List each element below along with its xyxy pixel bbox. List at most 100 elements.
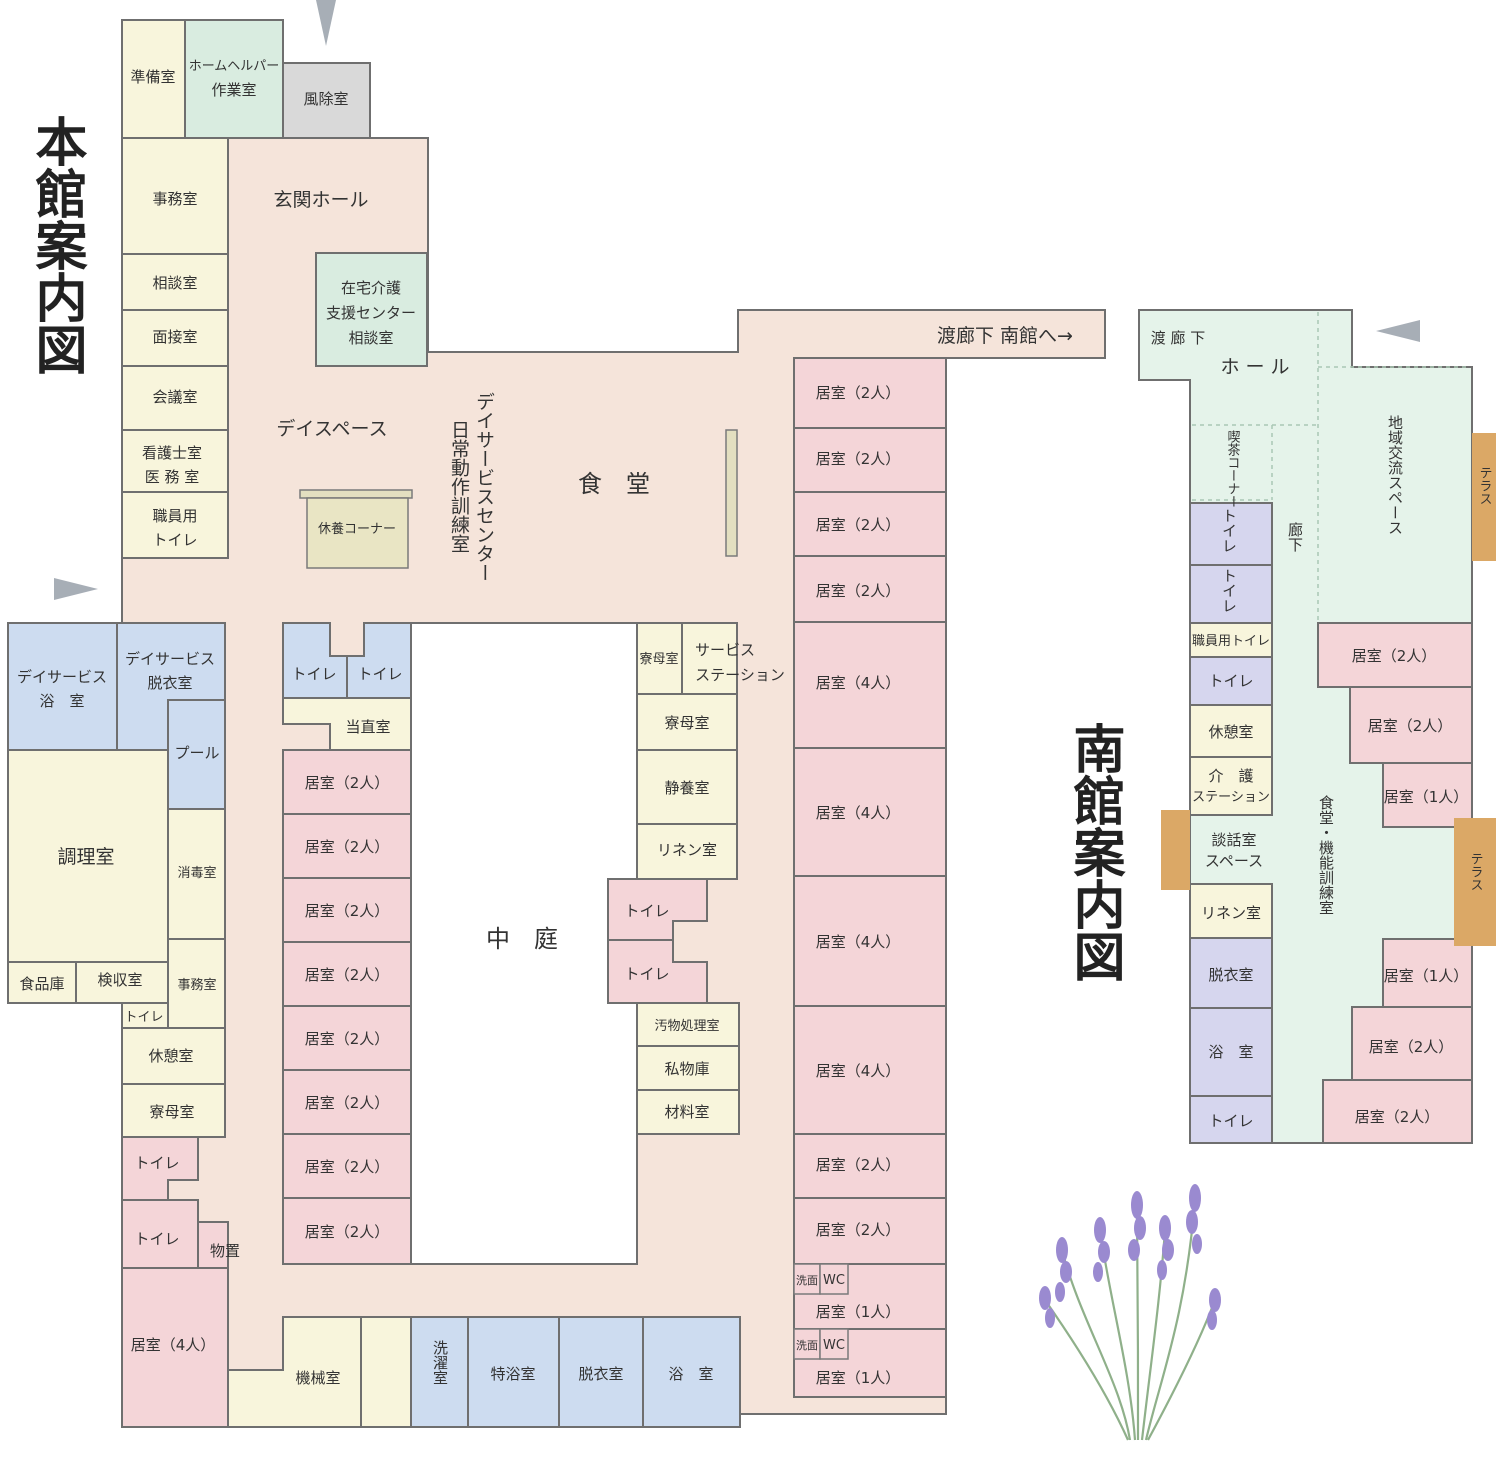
room-monooki: [197, 1221, 229, 1269]
room-tokuyoku: [467, 1316, 560, 1428]
label-obutsu: 汚物処理室: [654, 1018, 719, 1034]
s-label-kyukei: 休憩室: [1208, 723, 1253, 741]
label-r-4: 居室（2人）: [816, 582, 901, 600]
room-shibutsu: [636, 1045, 740, 1091]
lavender-illustration: [1039, 1184, 1221, 1441]
courtyard: [410, 622, 638, 1265]
label-r-10: 居室（2人）: [816, 1221, 901, 1239]
room-r-7: [793, 875, 947, 1007]
label-r-6: 居室（4人）: [816, 804, 901, 822]
s-label-toilet2: トイレ: [1220, 568, 1238, 613]
room-shokuhinko: [7, 961, 77, 1004]
s-room-toilet1: [1189, 502, 1273, 566]
label-genkan: 玄関ホール: [273, 189, 368, 211]
label-fujoshitsu: 風除室: [303, 90, 348, 108]
label-day-yoku-1: デイサービス: [17, 668, 107, 686]
room-toilet-small: [121, 1002, 169, 1029]
s-label-toilet4: トイレ: [1208, 1112, 1253, 1130]
label-ryobo: 寮母室: [149, 1103, 194, 1121]
room-r2-l2: [282, 813, 412, 879]
south-entrance-arrow-icon: [1376, 320, 1420, 342]
label-r2-l1: 居室（2人）: [305, 774, 390, 792]
room-kyukei: [121, 1027, 226, 1085]
s-label-chiiki: 地域交流スペース: [1386, 415, 1404, 535]
label-toilet-f: トイレ: [624, 965, 669, 983]
label-ryobo2: 寮母室: [664, 714, 709, 732]
label-r-11: 居室（1人）: [816, 1303, 901, 1321]
s-label-linen: リネン室: [1201, 904, 1261, 922]
label-zairyo: 材料室: [664, 1103, 709, 1121]
room-jimushitsu: [121, 137, 229, 255]
label-shokuhinko: 食品庫: [19, 975, 64, 993]
label-tokuyoku: 特浴室: [490, 1365, 535, 1383]
room-service: [681, 622, 738, 695]
label-wc-2: WC: [823, 1338, 845, 1353]
kyuyo-bench: [299, 489, 413, 499]
label-service-1: サービス: [695, 641, 755, 659]
s-label-datsui: 脱衣室: [1208, 966, 1253, 984]
room-r2-l6: [282, 1069, 412, 1135]
label-homehelper-1: ホームヘルパー: [189, 59, 280, 74]
s-room-toilet3: [1189, 656, 1273, 706]
s-label-kaigo-2: ステーション: [1192, 790, 1270, 805]
label-datsui: 脱衣室: [578, 1365, 623, 1383]
label-r2-l3: 居室（2人）: [305, 902, 390, 920]
s-label-hall: ホ ー ル: [1220, 356, 1289, 378]
wc-box-4: [819, 1328, 849, 1360]
label-r-8: 居室（4人）: [816, 1062, 901, 1080]
wc-box-2: [819, 1263, 849, 1295]
label-day-datsui-1: デイサービス: [125, 650, 215, 668]
s-label-r3: 居室（1人）: [1384, 788, 1469, 806]
s-label-yokushitsu: 浴 室: [1208, 1043, 1253, 1061]
label-zaitaku-1: 在宅介護: [341, 279, 401, 297]
label-r-2: 居室（2人）: [816, 450, 901, 468]
room-zaitaku: [315, 252, 428, 367]
room-r-4: [793, 555, 947, 623]
label-toilet-d: トイレ: [357, 665, 402, 683]
label-toilet-small: トイレ: [124, 1010, 163, 1025]
room-r-1: [793, 357, 947, 429]
label-soudan: 相談室: [152, 274, 197, 292]
entrance-arrow-top-icon: [316, 0, 336, 46]
room-pool: [167, 699, 226, 810]
s-label-toilet3: トイレ: [1208, 672, 1253, 690]
label-r2-l4: 居室（2人）: [305, 966, 390, 984]
divider-bar: [725, 429, 738, 557]
s-label-terrace-1: テラス: [1477, 466, 1492, 505]
label-wc-1: WC: [823, 1273, 845, 1288]
label-pool: プール: [174, 744, 219, 762]
room-kikai-side: [360, 1316, 412, 1428]
label-day-yoku-2: 浴 室: [39, 692, 84, 710]
room-yokushitsu: [642, 1316, 741, 1428]
label-r2-l7: 居室（2人）: [305, 1158, 390, 1176]
room-r-6: [793, 747, 947, 877]
room-kyuyo: [306, 497, 409, 569]
room-homehelper: [184, 19, 284, 139]
label-dayservice-1: デイサービスセンター: [473, 392, 495, 582]
room-datsui: [558, 1316, 644, 1428]
room-r-8: [793, 1005, 947, 1135]
s-label-shokuin: 職員用トイレ: [1192, 634, 1270, 649]
s-room-r1: [1317, 622, 1473, 688]
entrance-arrow-left-icon: [54, 578, 98, 600]
room-day-yokushitsu: [7, 622, 118, 751]
s-room-r6: [1322, 1079, 1473, 1144]
room-shokuin-toilet: [121, 491, 229, 559]
s-label-danwa-2: スペース: [1205, 852, 1263, 870]
label-kango-2: 医 務 室: [145, 468, 200, 486]
label-toilet-b: トイレ: [134, 1230, 179, 1248]
room-kaigi: [121, 365, 229, 431]
s-label-terrace-2: テラス: [1468, 852, 1483, 891]
south-title: 南館案内図: [1064, 722, 1125, 982]
label-chouri: 調理室: [57, 846, 114, 868]
s-room-yokushitsu: [1189, 1007, 1273, 1097]
s-room-linen: [1189, 883, 1273, 939]
label-shokudo: 食 堂: [578, 470, 650, 498]
label-r-12: 居室（1人）: [816, 1369, 901, 1387]
label-shokuin-2: トイレ: [152, 531, 197, 549]
label-senmen-2: 洗面: [796, 1339, 818, 1352]
label-r-5: 居室（4人）: [816, 674, 901, 692]
label-kaigi: 会議室: [152, 388, 197, 406]
label-mensetsu: 面接室: [152, 328, 197, 346]
